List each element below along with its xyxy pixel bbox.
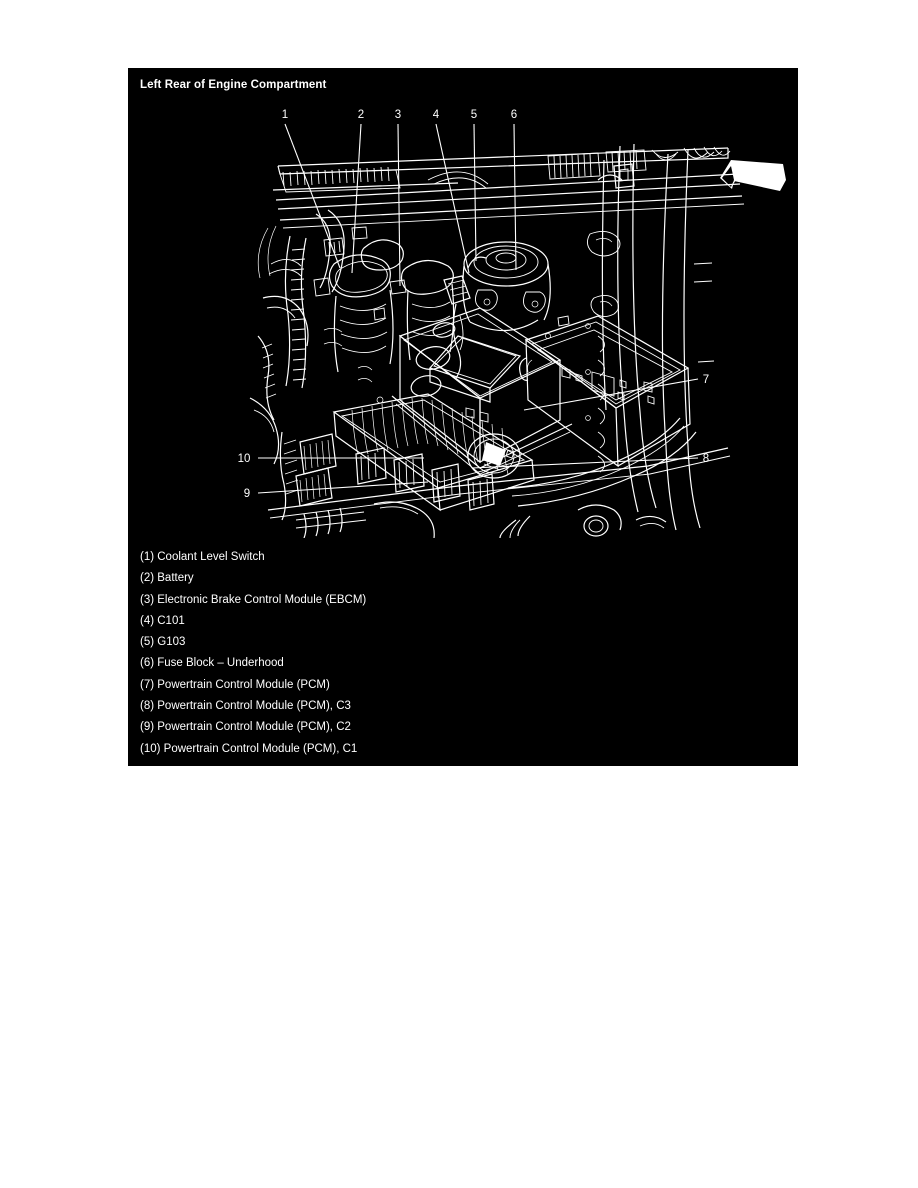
svg-text:5: 5 xyxy=(471,109,477,121)
fluid-reservoirs xyxy=(328,239,455,373)
svg-text:9: 9 xyxy=(244,488,250,500)
round-cover-cap xyxy=(467,433,521,479)
legend-item: (6) Fuse Block – Underhood xyxy=(140,657,284,670)
left-strut-and-hoses xyxy=(249,209,368,465)
legend-item: (9) Powertrain Control Module (PCM), C2 xyxy=(140,721,351,734)
lower-body-panels xyxy=(267,417,731,538)
fuse-block-underhood xyxy=(519,315,691,468)
battery xyxy=(391,307,573,475)
figure-title: Left Rear of Engine Compartment xyxy=(140,79,327,91)
svg-text:2: 2 xyxy=(358,109,364,121)
cowl-structure xyxy=(272,146,745,229)
ebcm-assembly xyxy=(443,256,487,379)
misc-hardware xyxy=(323,279,570,404)
svg-text:7: 7 xyxy=(703,374,709,386)
engine-compartment-illustration: .ln { fill:none; stroke:#ffffff; stroke-… xyxy=(238,109,786,538)
strut-tower xyxy=(462,241,551,332)
legend-item: (5) G103 xyxy=(140,636,186,649)
callout-leader-lines xyxy=(257,123,699,494)
legend-item: (8) Powertrain Control Module (PCM), C3 xyxy=(140,700,351,713)
svg-text:6: 6 xyxy=(511,109,517,121)
svg-text:10: 10 xyxy=(238,453,251,465)
svg-text:3: 3 xyxy=(395,109,401,121)
svg-text:1: 1 xyxy=(282,109,288,121)
legend-item: (4) C101 xyxy=(140,614,185,627)
legend-item: (3) Electronic Brake Control Module (EBC… xyxy=(140,593,367,606)
legend-list: (1) Coolant Level Switch (2) Battery (3)… xyxy=(140,547,780,760)
pcm-assembly xyxy=(279,393,535,521)
callout-numbers: 1 2 3 4 5 6 7 8 9 10 xyxy=(238,109,710,500)
legend-item: (10) Powertrain Control Module (PCM), C1 xyxy=(140,742,358,755)
legend-item: (2) Battery xyxy=(140,572,194,585)
legend-item: (7) Powertrain Control Module (PCM) xyxy=(140,678,330,691)
fender-body-lines xyxy=(585,143,715,531)
svg-text:4: 4 xyxy=(433,109,440,121)
svg-text:8: 8 xyxy=(703,453,709,465)
direction-arrow-icon xyxy=(720,160,786,191)
legend-item: (1) Coolant Level Switch xyxy=(140,551,265,563)
figure-panel: Left Rear of Engine Compartment .ln { fi… xyxy=(128,68,798,766)
